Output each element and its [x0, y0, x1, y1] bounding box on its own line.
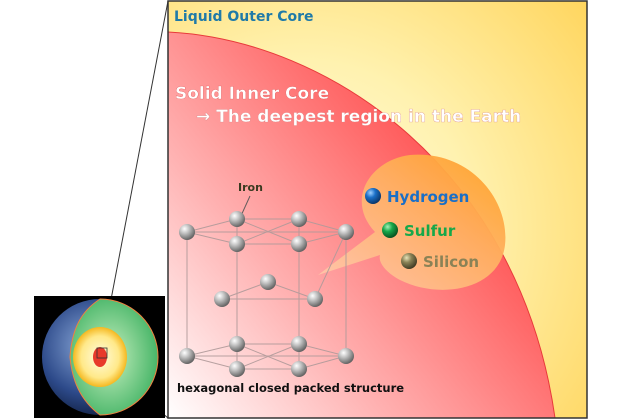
- hydrogen-label: Hydrogen: [387, 188, 469, 206]
- iron-atom-icon: [229, 236, 245, 252]
- silicon-atom-icon: [401, 253, 417, 269]
- sulfur-atom-icon: [382, 222, 398, 238]
- zoom-line-top: [100, 0, 169, 353]
- earth-cutaway-thumbnail: [34, 296, 165, 418]
- earth-inner-core: [93, 347, 107, 367]
- zoom-region-marker: [96, 347, 108, 359]
- iron-atom-icon: [307, 291, 323, 307]
- hydrogen-atom-icon: [365, 188, 381, 204]
- inner-core-label: Solid Inner Core: [175, 84, 329, 104]
- inner-core-description: → The deepest region in the Earth: [196, 107, 521, 127]
- iron-atom-icon: [229, 211, 245, 227]
- element-sulfur: Sulfur: [382, 222, 456, 240]
- iron-atom-icon: [229, 361, 245, 377]
- iron-atom-icon: [179, 348, 195, 364]
- iron-label: Iron: [238, 181, 263, 194]
- core-closeup-panel: [168, 1, 587, 418]
- inner-core-region: [168, 31, 556, 418]
- outer-core-label: Liquid Outer Core: [174, 9, 314, 25]
- iron-atom-icon: [214, 291, 230, 307]
- iron-atom-icon: [291, 236, 307, 252]
- iron-atom-icon: [291, 361, 307, 377]
- sulfur-label: Sulfur: [404, 222, 456, 240]
- impurity-bubble: [318, 154, 506, 290]
- iron-atom-icon: [338, 224, 354, 240]
- silicon-label: Silicon: [423, 253, 479, 271]
- iron-atom-icon: [291, 211, 307, 227]
- panel-frame: [167, 0, 588, 419]
- iron-atom-icon: [291, 336, 307, 352]
- iron-atom-icon: [179, 224, 195, 240]
- iron-atom-icon: [260, 274, 276, 290]
- element-silicon: Silicon: [401, 253, 479, 271]
- iron-atom-icon: [229, 336, 245, 352]
- structure-label: hexagonal closed packed structure: [177, 381, 404, 395]
- iron-atoms: [179, 211, 354, 377]
- iron-atom-icon: [338, 348, 354, 364]
- element-hydrogen: Hydrogen: [365, 188, 469, 206]
